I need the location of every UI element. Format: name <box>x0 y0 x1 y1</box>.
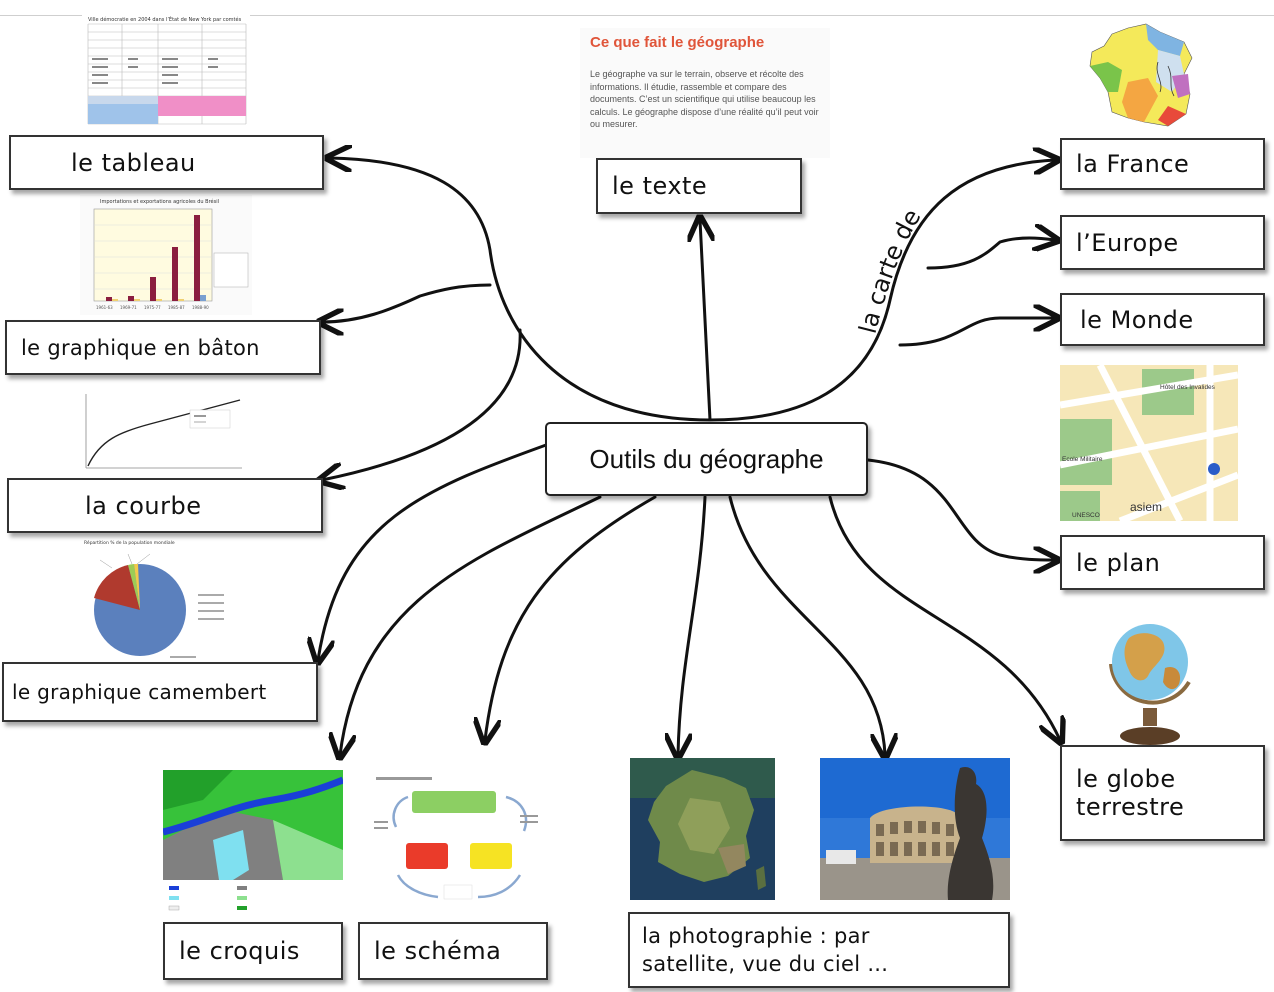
link-photo-ciel <box>728 495 885 755</box>
bar-cat-2: 1969-71 <box>120 305 137 310</box>
label-carte-de: la carte de <box>854 204 927 336</box>
top-divider <box>0 15 1274 16</box>
pie-thumbnail: Répartition % de la population mondiale <box>70 538 240 663</box>
globe-thumbnail <box>1109 624 1191 745</box>
node-photographie-line2: satellite, vue du ciel ... <box>642 952 889 976</box>
node-photographie-line1: la photographie : par <box>642 924 870 948</box>
node-france: la France <box>1060 138 1265 190</box>
schema-thumbnail <box>370 775 542 915</box>
link-monde <box>898 318 1055 347</box>
node-globe: le globe terrestre <box>1060 745 1265 841</box>
link-plan <box>866 458 1055 560</box>
aerial-photo-thumbnail <box>820 758 1010 900</box>
document-body: Le géographe va sur le terrain, observe … <box>590 69 819 129</box>
link-tableau <box>330 158 712 422</box>
link-schema <box>485 495 657 740</box>
plan-label-ecole: Ecole Militaire <box>1062 456 1103 463</box>
plan-thumbnail: Hôtel des Invalides Ecole Militaire UNES… <box>1060 365 1238 521</box>
node-globe-line2: terrestre <box>1076 793 1185 821</box>
plan-label-invalides: Hôtel des Invalides <box>1160 384 1216 391</box>
node-photographie: la photographie : par satellite, vue du … <box>628 912 1010 988</box>
croquis-thumbnail <box>163 770 343 911</box>
document-title: Ce que fait le géographe <box>590 34 765 51</box>
plan-label-unesco: UNESCO <box>1072 512 1100 519</box>
node-graphique-camembert: le graphique camembert <box>2 662 318 722</box>
link-photo-sat <box>678 495 707 755</box>
link-croquis <box>340 495 602 755</box>
node-globe-line1: le globe <box>1076 765 1176 793</box>
satellite-photo-thumbnail <box>630 758 775 900</box>
link-camembert <box>318 438 562 660</box>
bar-cat-4: 1985-87 <box>168 305 185 310</box>
bar-cat-1: 1961-63 <box>96 305 113 310</box>
link-carte <box>708 160 1055 422</box>
node-europe: l’Europe <box>1060 215 1265 270</box>
node-schema: le schéma <box>358 922 548 980</box>
bar-cat-5: 1988-90 <box>192 305 209 310</box>
link-globe <box>828 495 1060 740</box>
link-europe <box>926 238 1055 270</box>
node-tableau: le tableau <box>9 135 324 190</box>
node-texte: le texte <box>596 158 802 214</box>
curve-thumbnail <box>70 388 250 476</box>
node-courbe: la courbe <box>7 478 323 533</box>
central-node: Outils du géographe <box>545 422 868 496</box>
pie-thumbnail-title: Répartition % de la population mondiale <box>84 539 175 546</box>
plan-label-asiem: asiem <box>1130 500 1162 514</box>
link-courbe <box>322 328 522 480</box>
table-thumbnail-title: Ville démocratie en 2004 dans l’État de … <box>88 15 242 23</box>
link-baton <box>322 283 492 322</box>
node-monde: le Monde <box>1060 293 1265 346</box>
link-texte <box>700 220 710 422</box>
france-map-thumbnail <box>1089 23 1193 127</box>
table-thumbnail: Ville démocratie en 2004 dans l’État de … <box>82 14 250 132</box>
document-excerpt: Ce que fait le géographe Le géographe va… <box>580 28 830 158</box>
bar-chart-thumbnail-title: Importations et exportations agricoles d… <box>100 198 219 205</box>
node-graphique-baton: le graphique en bâton <box>5 320 321 375</box>
node-croquis: le croquis <box>163 922 343 980</box>
bar-cat-3: 1975-77 <box>144 305 161 310</box>
node-plan: le plan <box>1060 535 1265 590</box>
bar-chart-thumbnail: Importations et exportations agricoles d… <box>80 195 252 315</box>
